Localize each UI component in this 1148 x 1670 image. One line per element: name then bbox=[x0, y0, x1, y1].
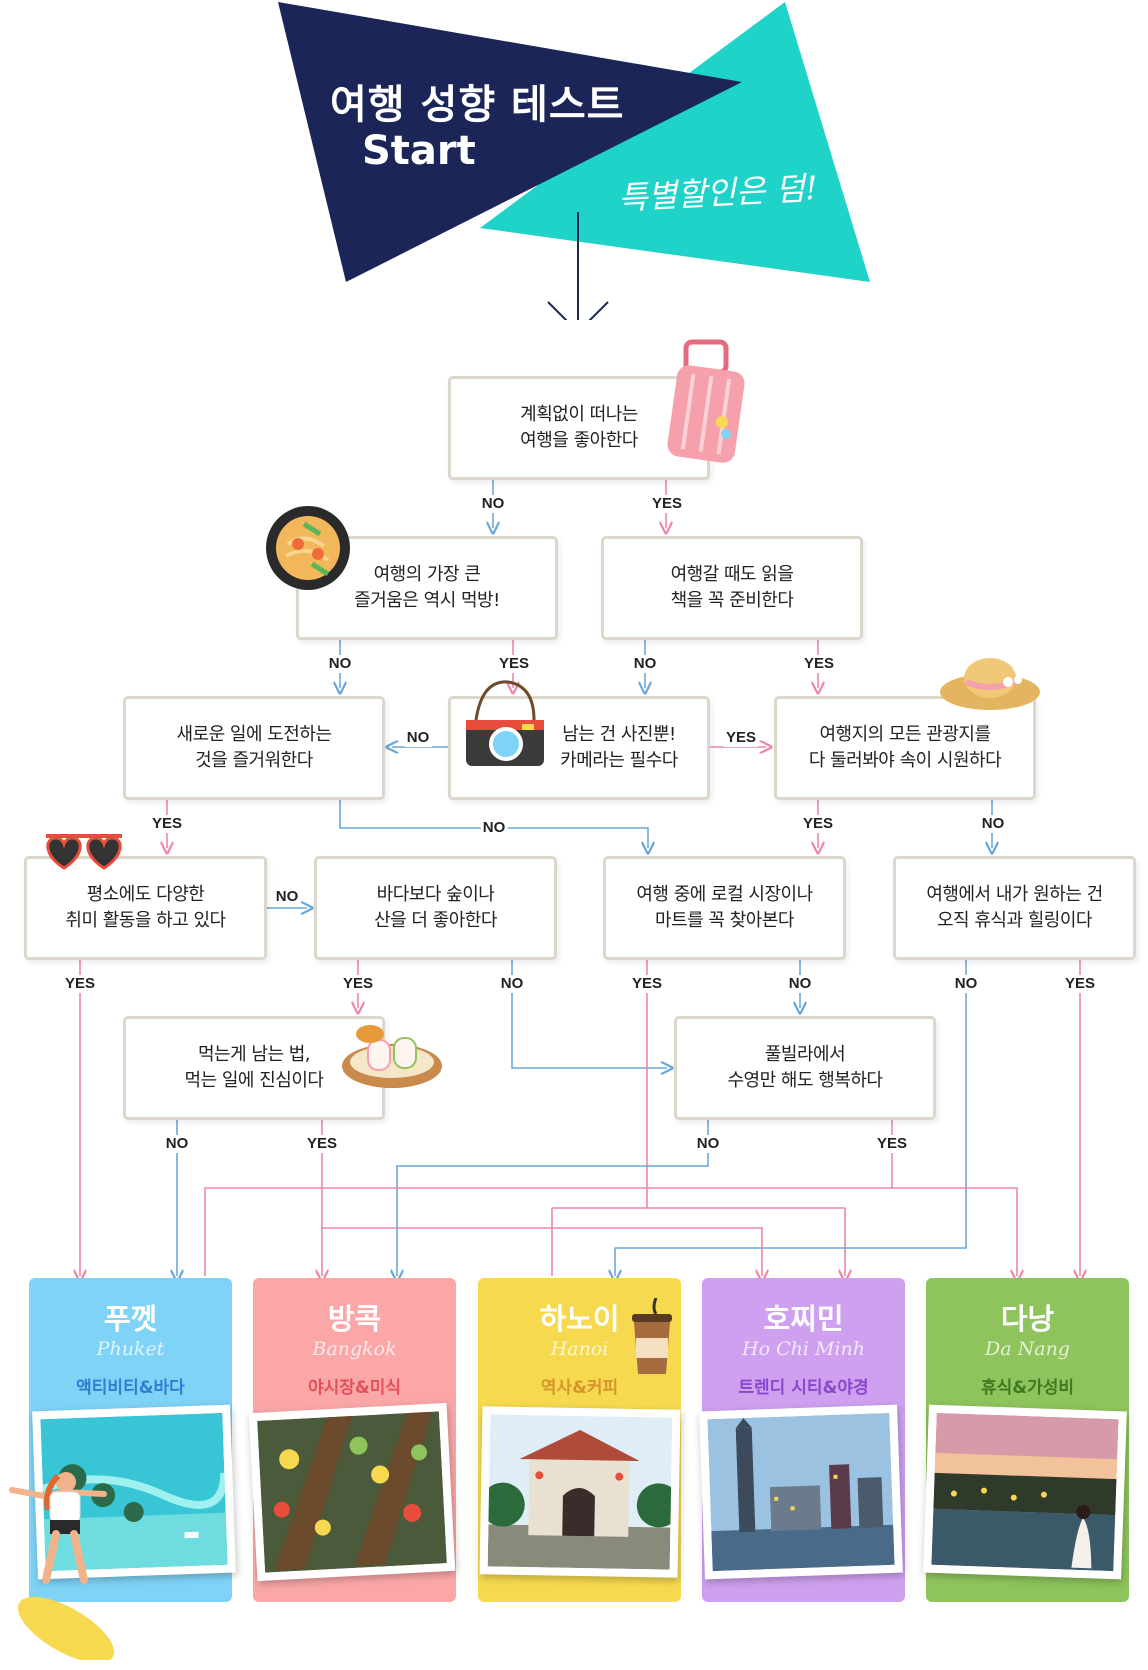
question-q12: 풀빌라에서 수영만 해도 행복하다 bbox=[674, 1016, 936, 1120]
destination-name: 방콕 bbox=[327, 1302, 382, 1336]
q7-no-label: NO bbox=[273, 888, 301, 906]
destination-english-name: Hanoi bbox=[550, 1338, 609, 1360]
q8-no-label: NO bbox=[498, 975, 526, 993]
question-q7: 평소에도 다양한 취미 활동을 하고 있다 bbox=[24, 856, 267, 960]
q5-yes-label: YES bbox=[723, 729, 759, 747]
danang-photo bbox=[923, 1404, 1127, 1580]
header-banner bbox=[278, 2, 870, 320]
destination-hochiminh: 호찌민 Ho Chi Minh 트렌디 시티&야경 bbox=[699, 1278, 905, 1602]
q11-yes-line bbox=[321, 1120, 762, 1276]
destination-name: 호찌민 bbox=[763, 1302, 844, 1336]
q6-yes-label: YES bbox=[800, 815, 836, 833]
q2-no-label: NO bbox=[326, 655, 354, 673]
q6-no-label: NO bbox=[979, 815, 1007, 833]
q11-yes-label: YES bbox=[304, 1135, 340, 1153]
coffee-cup-icon bbox=[632, 1298, 672, 1374]
sun-hat-icon bbox=[940, 658, 1040, 710]
question-q6: 여행지의 모든 관광지를 다 둘러봐야 속이 시원하다 bbox=[774, 696, 1036, 800]
spring-rolls-icon bbox=[342, 1025, 442, 1088]
q9-yes-line bbox=[551, 960, 845, 1276]
destination-name: 다낭 bbox=[1000, 1302, 1055, 1336]
q12-no-label: NO bbox=[694, 1135, 722, 1153]
destination-english-name: Da Nang bbox=[985, 1338, 1070, 1360]
destination-hanoi: 하노이 Hanoi 역사&커피 bbox=[478, 1278, 681, 1602]
q12-yes-label: YES bbox=[874, 1135, 910, 1153]
q7-yes-label: YES bbox=[62, 975, 98, 993]
heart-sunglasses-icon bbox=[46, 834, 122, 870]
q1-no-label: NO bbox=[479, 495, 507, 513]
destination-name: 하노이 bbox=[539, 1302, 620, 1336]
hochiminh-photo bbox=[699, 1404, 903, 1580]
q4-no-label: NO bbox=[480, 819, 508, 837]
q8-no-line bbox=[511, 960, 667, 1068]
q12-yes-line bbox=[204, 1120, 1017, 1276]
q9-yes-label: YES bbox=[629, 975, 665, 993]
q10-no-line bbox=[615, 960, 967, 1276]
camera-icon bbox=[466, 680, 544, 766]
destination-danang: 다낭 Da Nang 휴식&가성비 bbox=[923, 1278, 1129, 1602]
destination-english-name: Phuket bbox=[96, 1338, 165, 1360]
question-q1: 계획없이 떠나는 여행을 좋아한다 bbox=[448, 376, 710, 480]
start-label: Start bbox=[362, 128, 476, 174]
q8-yes-label: YES bbox=[340, 975, 376, 993]
q1-yes-label: YES bbox=[649, 495, 685, 513]
question-q11: 먹는게 남는 법, 먹는 일에 진심이다 bbox=[123, 1016, 385, 1120]
q4-yes-label: YES bbox=[149, 815, 185, 833]
question-q8: 바다보다 숲이나 산을 더 좋아한다 bbox=[314, 856, 557, 960]
start-arrow-head bbox=[547, 301, 609, 320]
destination-english-name: Ho Chi Minh bbox=[742, 1338, 865, 1360]
destination-bangkok: 방콕 Bangkok 야시장&미식 bbox=[248, 1278, 456, 1602]
question-q9: 여행 중에 로컬 시장이나 마트를 꼭 찾아본다 bbox=[603, 856, 846, 960]
destination-tagline: 역사&커피 bbox=[540, 1378, 619, 1398]
q10-yes-label: YES bbox=[1062, 975, 1098, 993]
destination-name: 푸껫 bbox=[103, 1302, 158, 1336]
question-q4: 새로운 일에 도전하는 것을 즐거워한다 bbox=[123, 696, 385, 800]
destination-english-name: Bangkok bbox=[312, 1338, 397, 1360]
destination-tagline: 휴식&가성비 bbox=[980, 1378, 1075, 1398]
test-title: 여행 성향 테스트 bbox=[330, 82, 625, 128]
suitcase-icon bbox=[667, 339, 745, 463]
q5-no-label: NO bbox=[404, 729, 432, 747]
q11-no-label: NO bbox=[163, 1135, 191, 1153]
q9-no-label: NO bbox=[786, 975, 814, 993]
navy-triangle bbox=[278, 2, 742, 282]
bangkok-photo bbox=[248, 1402, 456, 1582]
q2-yes-label: YES bbox=[496, 655, 532, 673]
pad-thai-icon bbox=[266, 506, 350, 590]
destination-tagline: 야시장&미식 bbox=[307, 1378, 402, 1398]
destination-tagline: 트렌디 시티&야경 bbox=[738, 1378, 869, 1398]
destination-tagline: 액티비티&바다 bbox=[76, 1378, 185, 1398]
hanoi-photo bbox=[479, 1406, 681, 1578]
question-q3: 여행갈 때도 읽을 책을 꼭 준비한다 bbox=[601, 536, 863, 640]
q3-no-label: NO bbox=[631, 655, 659, 673]
q3-yes-label: YES bbox=[801, 655, 837, 673]
q10-no-label: NO bbox=[952, 975, 980, 993]
surfer-icon bbox=[9, 1472, 115, 1660]
question-q10: 여행에서 내가 원하는 건 오직 휴식과 힐링이다 bbox=[893, 856, 1136, 960]
question-q5: 남는 건 사진뿐! 카메라는 필수다 bbox=[448, 696, 710, 800]
